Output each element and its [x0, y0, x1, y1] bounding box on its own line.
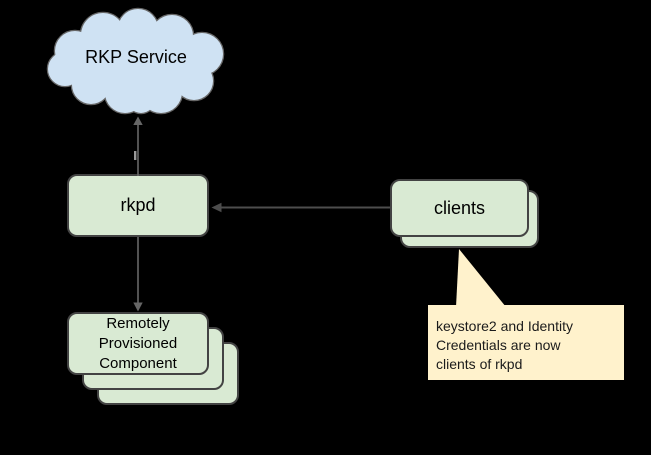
- cloud-interior: [48, 9, 223, 113]
- node-label-rpc-line3: Component: [99, 354, 177, 372]
- node-label-clients: clients: [433, 197, 486, 218]
- callout-text-line3: clients of rkpd: [436, 356, 523, 372]
- arrowhead-up-rkp-service: [133, 116, 143, 125]
- node-label-rpc-line1: Remotely: [106, 314, 170, 332]
- node-label-rkp-service: RKP Service: [85, 46, 187, 67]
- callout-text-line1: keystore2 and Identity: [436, 318, 573, 334]
- node-rkpd: rkpd: [67, 174, 209, 237]
- callout-note: keystore2 and Identity Credentials are n…: [428, 305, 624, 380]
- node-label-rkpd: rkpd: [120, 195, 156, 215]
- arrowhead-left-rkpd: [211, 202, 222, 213]
- node-label-rpc-line2: Provisioned: [98, 334, 178, 352]
- callout-tail: [456, 249, 506, 307]
- node-remotely-provisioned-component: Remotely Provisioned Component: [67, 312, 209, 375]
- callout-text-line2: Credentials are now: [436, 337, 561, 353]
- cloud-shape-rkp-service: [46, 7, 225, 115]
- arrowhead-down-rpc: [133, 302, 143, 312]
- node-clients: clients: [390, 179, 529, 237]
- edge-midpoint-tick: [134, 151, 137, 160]
